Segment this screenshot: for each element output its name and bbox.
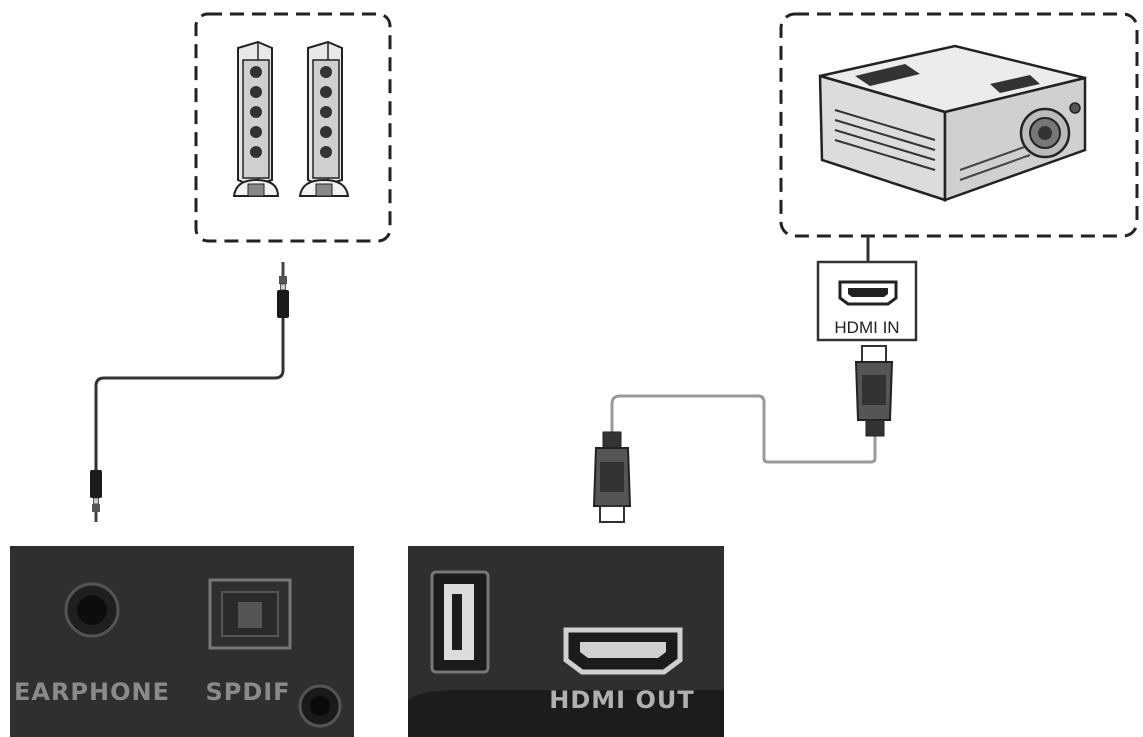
audio-panel: EARPHONE SPDIF <box>10 546 354 737</box>
spdif-label: SPDIF <box>205 678 290 706</box>
earphone-label: EARPHONE <box>14 678 170 706</box>
usb-port-icon <box>432 572 488 672</box>
earphone-jack-icon <box>66 584 118 636</box>
speakers-frame <box>196 14 390 241</box>
hdmi-in-label: HDMI IN <box>834 318 899 337</box>
audio-cable <box>96 318 283 470</box>
hdmi-plug-icon <box>594 432 630 522</box>
speakers-icon <box>234 42 348 196</box>
hdmi-cable <box>612 396 875 462</box>
video-panel: HDMI OUT <box>408 546 724 737</box>
hdmi-plug-icon <box>856 346 892 436</box>
audio-jack-plug-icon <box>277 262 289 318</box>
hdmi-out-label: HDMI OUT <box>549 686 694 714</box>
audio-jack-plug-icon <box>90 470 102 522</box>
projector-icon <box>820 46 1085 200</box>
hdmi-port-icon <box>840 282 896 304</box>
hdmi-port-icon <box>566 630 680 672</box>
